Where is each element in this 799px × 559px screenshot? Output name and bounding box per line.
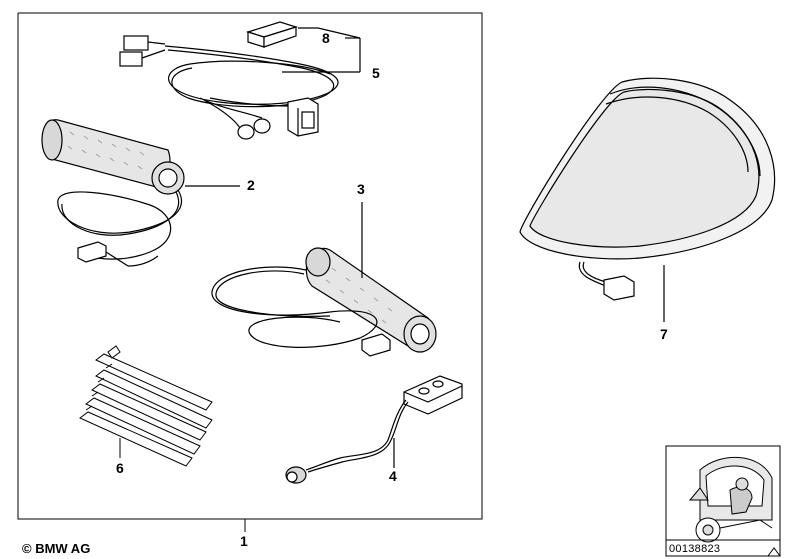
cable-ties-icon [79, 345, 213, 467]
callout-8: 8 [322, 30, 330, 46]
reference-number: 00138823 [669, 543, 721, 555]
callout-5: 5 [372, 65, 380, 81]
callout-1: 1 [240, 533, 248, 549]
scooter-thumbnail-icon [665, 445, 781, 557]
callout-6: 6 [116, 460, 124, 476]
plug-connector-icon [245, 21, 318, 48]
callout-3: 3 [357, 181, 365, 197]
heated-seat-pad-icon [519, 77, 776, 322]
copyright-label: © BMW AG [22, 541, 91, 556]
callout-4: 4 [389, 468, 397, 484]
wiring-harness-icon [119, 27, 361, 140]
heated-grip-left-icon [41, 119, 240, 267]
callout-2: 2 [247, 177, 255, 193]
callout-7: 7 [660, 326, 668, 342]
switch-with-cable-icon [285, 375, 463, 484]
kit-frame [17, 12, 483, 532]
heated-grip-right-icon [211, 202, 437, 357]
